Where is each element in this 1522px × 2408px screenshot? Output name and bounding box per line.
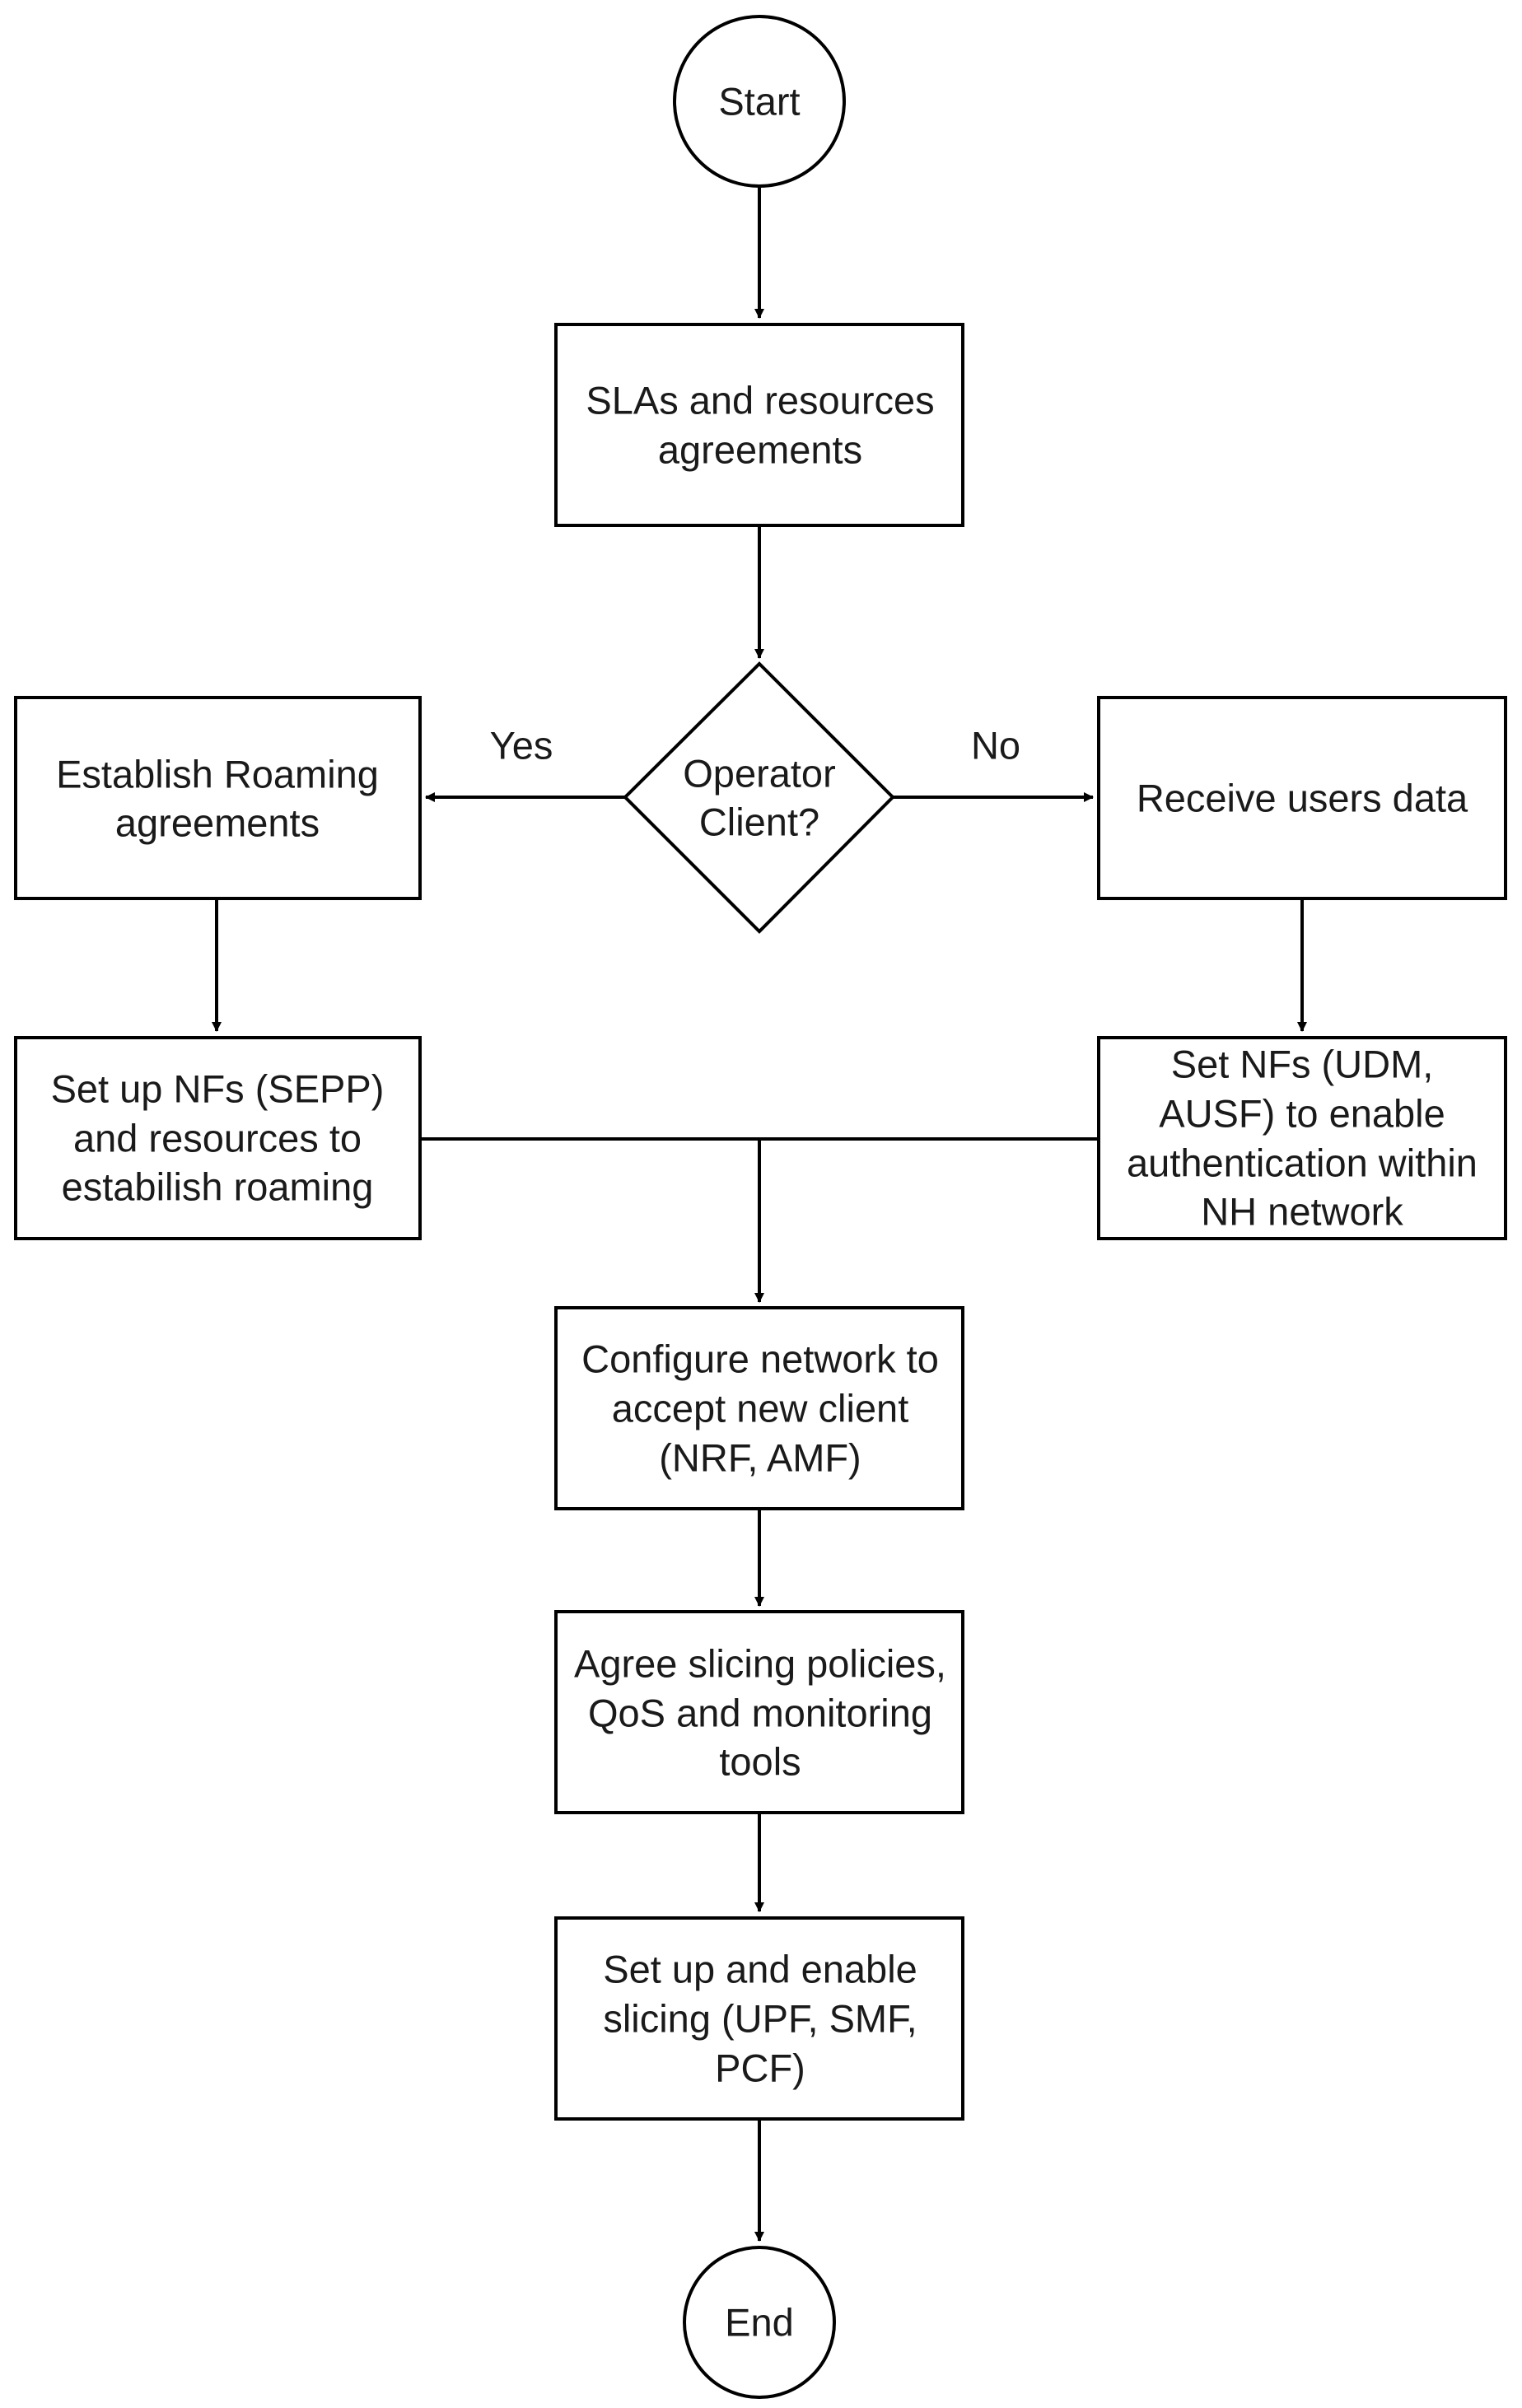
roaming-text-line: agreements <box>115 801 320 845</box>
sepp-text-line: estabilish roaming <box>62 1165 374 1209</box>
agree-text-line: tools <box>719 1740 801 1784</box>
configure-process-box <box>554 1306 964 1510</box>
sla-text-line: agreements <box>658 428 862 472</box>
edge-line-sepp-to-configure <box>419 1137 764 1303</box>
node-sla: SLAs and resources agreements <box>554 323 964 527</box>
slicing-text-line: Set up and enable <box>603 1948 917 1991</box>
sepp-text-line: and resources to <box>73 1117 362 1160</box>
decision-diamond <box>623 661 895 934</box>
node-sepp: Set up NFs (SEPP) and resources to estabil… <box>14 1036 422 1240</box>
udm-text-line: Set NFs (UDM, <box>1171 1043 1434 1086</box>
agree-text-line: QoS and monitoring <box>588 1692 932 1735</box>
configure-text-line: accept new client <box>612 1387 909 1430</box>
configure-text-line: (NRF, AMF) <box>659 1436 861 1480</box>
edge-decision-to-roaming: Yes <box>425 724 625 802</box>
sepp-text-line: Set up NFs (SEPP) <box>51 1067 385 1111</box>
start-terminal-circle <box>673 15 846 188</box>
end-terminal-circle <box>683 2246 836 2399</box>
end-text-line: End <box>725 2301 794 2345</box>
roaming-text-line: Establish Roaming <box>56 753 379 796</box>
slicing-text-line: PCF) <box>715 2046 805 2090</box>
node-udm: Set NFs (UDM, AUSF) to enable authenticati… <box>1097 1036 1507 1240</box>
udm-text-line: AUSF) to enable <box>1159 1092 1445 1136</box>
node-agree: Agree slicing policies, QoS and monitorin… <box>554 1610 964 1814</box>
decision-text-line: Client? <box>699 800 819 844</box>
sepp-process-box <box>14 1036 422 1240</box>
slicing-text-line: slicing (UPF, SMF, <box>603 1997 917 2041</box>
sla-process-box <box>554 323 964 527</box>
sla-text-line: SLAs and resources <box>586 379 934 422</box>
node-receive: Receive users data <box>1097 696 1507 900</box>
start-text-line: Start <box>718 80 800 124</box>
configure-text-line: Configure network to <box>581 1337 939 1381</box>
node-slicing: Set up and enable slicing (UPF, SMF, PCF) <box>554 1916 964 2121</box>
roaming-process-box <box>14 696 422 900</box>
udm-process-box <box>1097 1036 1507 1240</box>
node-configure: Configure network to accept new client (NR… <box>554 1306 964 1510</box>
decision-text-line: Operator <box>683 752 835 796</box>
node-end: End <box>683 2246 836 2399</box>
slicing-process-box <box>554 1916 964 2121</box>
receive-text-line: Receive users data <box>1137 777 1468 820</box>
edge-label-no: No <box>971 724 1020 768</box>
edge-sepp-to-configure <box>419 1137 764 1303</box>
agree-process-box <box>554 1610 964 1814</box>
edge-label-yes: Yes <box>490 724 553 768</box>
node-start: Start <box>673 15 846 188</box>
receive-process-box <box>1097 696 1507 900</box>
node-roaming: Establish Roaming agreements <box>14 696 422 900</box>
edge-decision-to-receive: No <box>893 724 1094 802</box>
udm-text-line: NH network <box>1201 1190 1403 1234</box>
agree-text-line: Agree slicing policies, <box>574 1642 946 1686</box>
udm-text-line: authentication within <box>1127 1141 1478 1185</box>
edges-layer: Yes No <box>212 186 1307 2242</box>
